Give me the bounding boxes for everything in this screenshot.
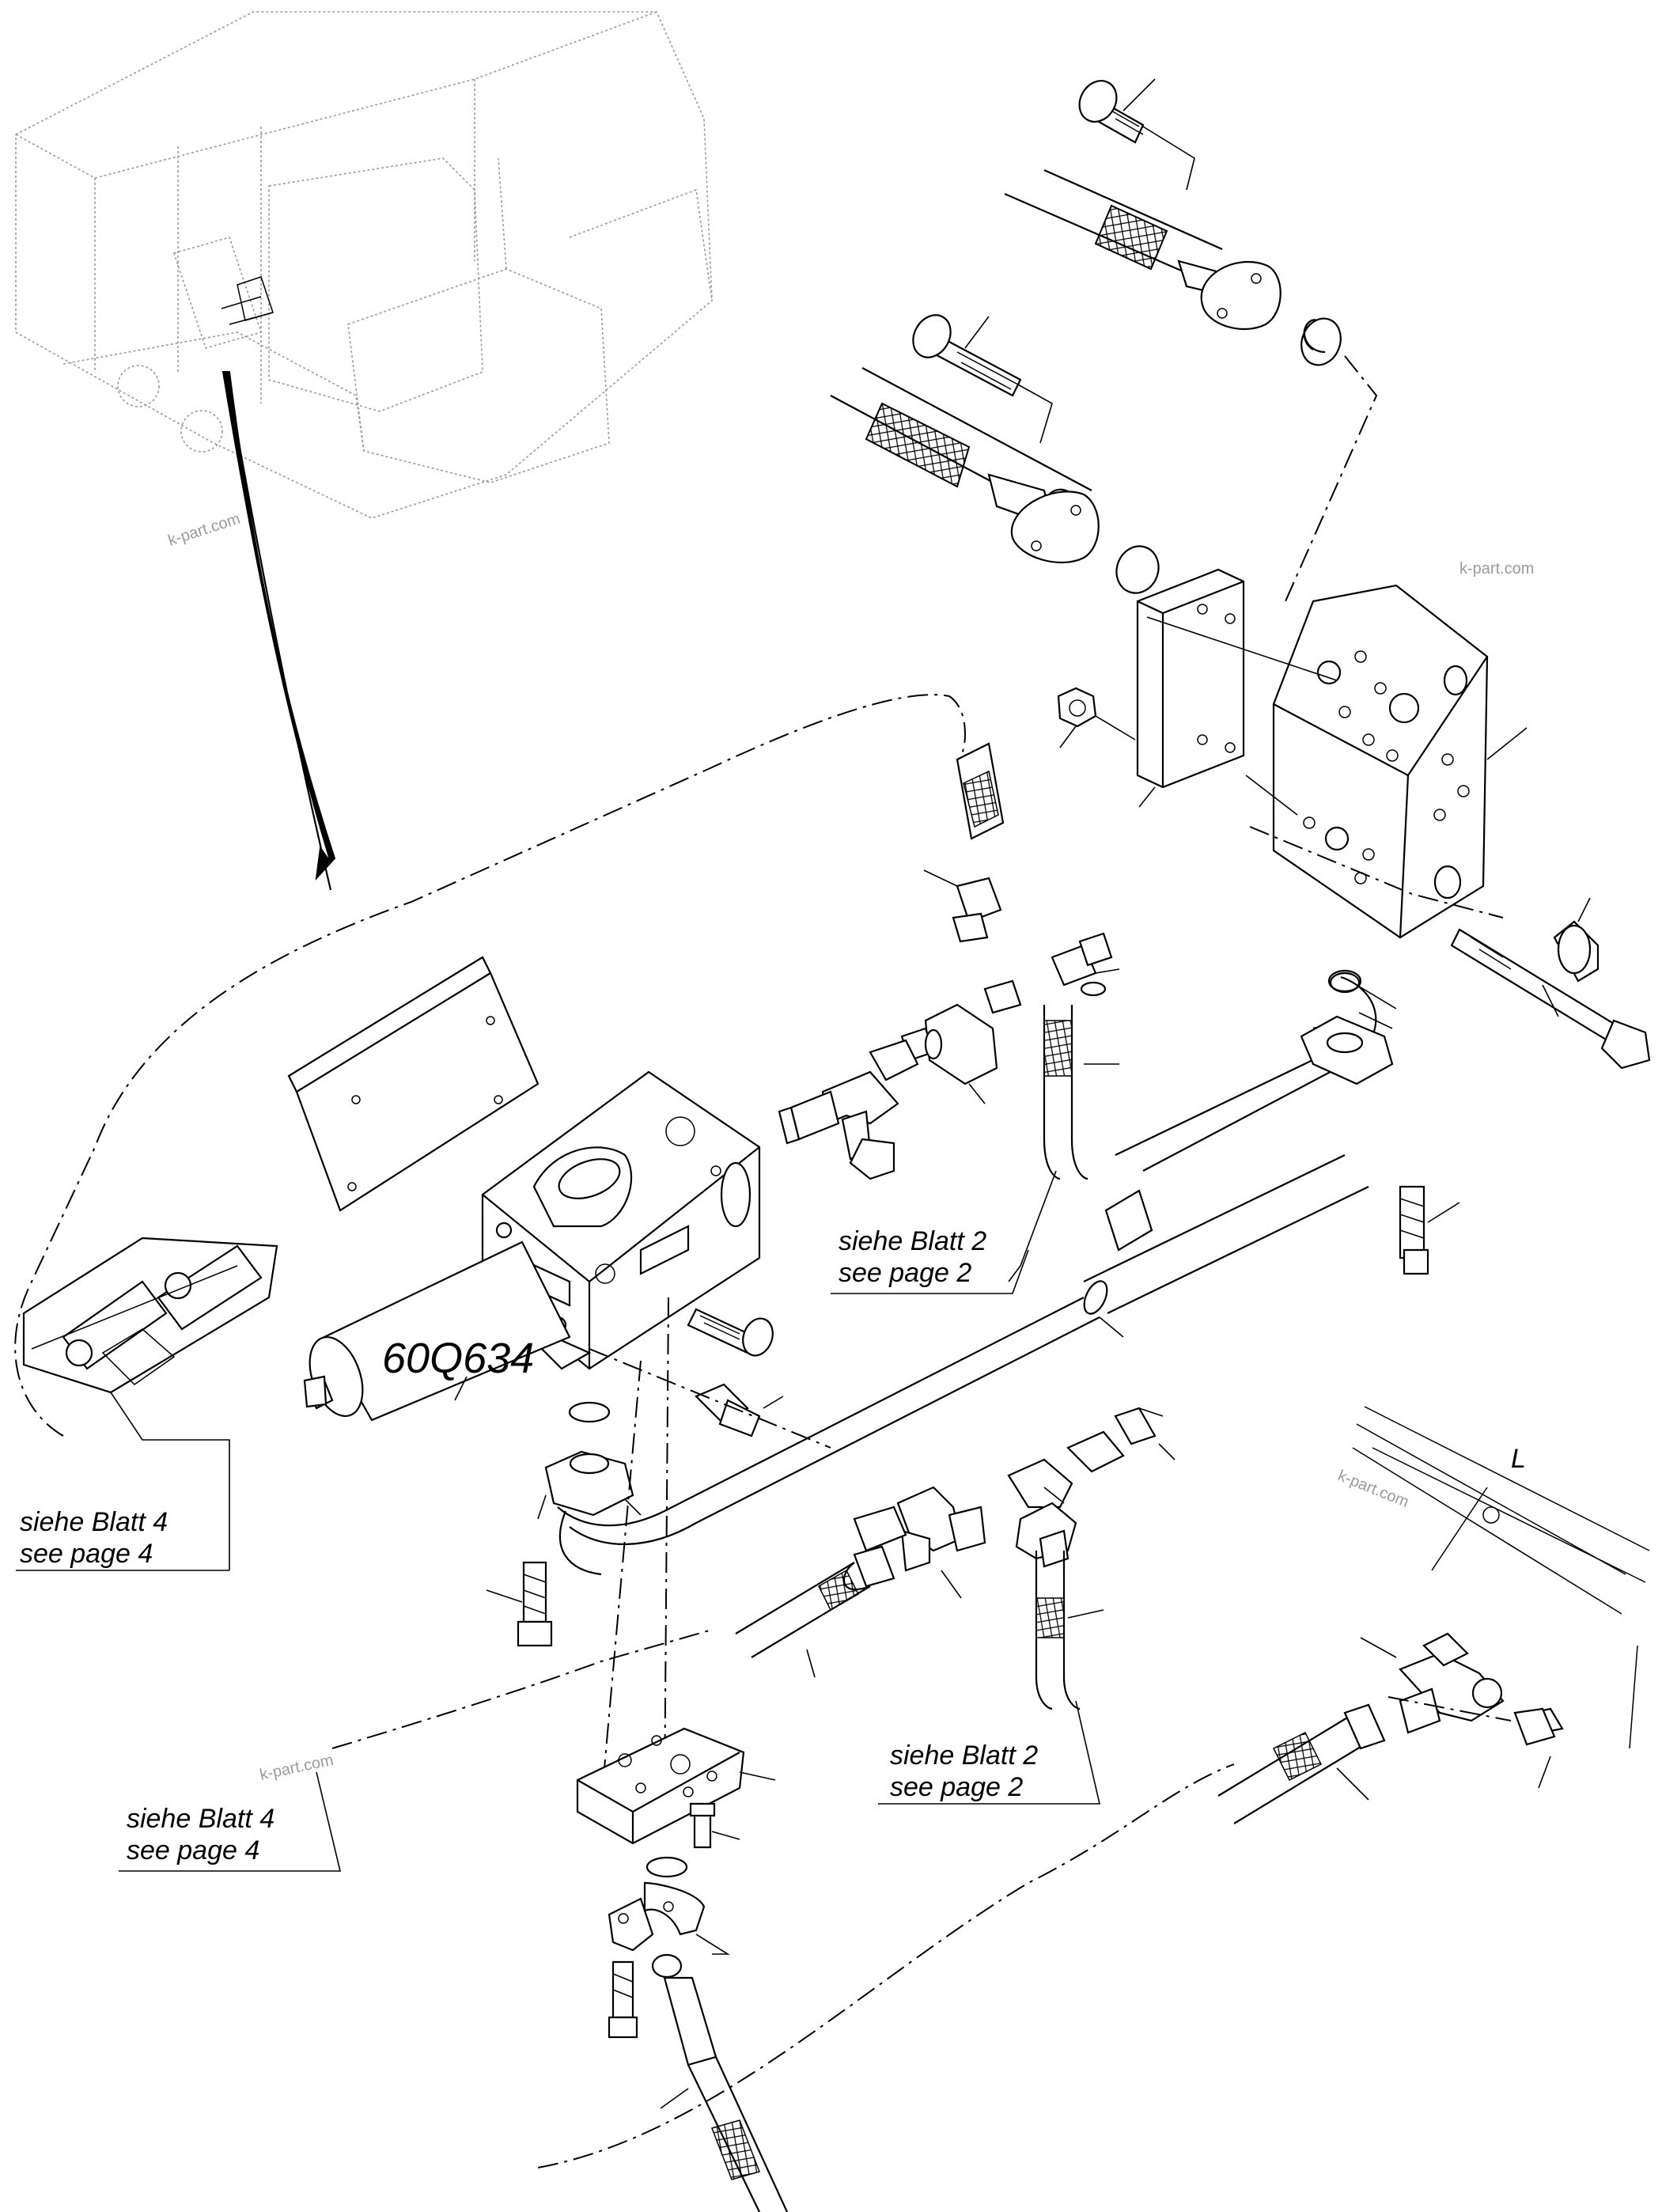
hose-to-page-2-lower	[1035, 1551, 1104, 1710]
hose-to-page-2-upper	[1008, 1005, 1119, 1282]
upper-hose-2	[830, 367, 1160, 594]
ref-dash-vertical	[664, 1297, 669, 1805]
fittings-lower	[853, 1407, 1176, 1599]
ref-dash-vertical-2	[600, 1360, 642, 1805]
valve-block	[1272, 584, 1528, 939]
bolt-left-lower	[486, 1561, 553, 1647]
watermark-3: k-part.com	[1335, 1467, 1411, 1511]
bolt-lower-center	[689, 1802, 740, 1849]
ref-dash-2	[331, 1629, 713, 1749]
fittings-upper	[778, 742, 1120, 1180]
nipple-center	[695, 1383, 784, 1437]
callout-pointer	[221, 371, 336, 881]
split-flange	[608, 1881, 730, 1955]
bolt-right-1	[1399, 1185, 1460, 1275]
solenoid-valve-60Q634: 60Q634	[287, 956, 761, 1422]
o-ring-mid	[1327, 969, 1397, 1009]
bent-pipe-upper	[1104, 972, 1394, 1252]
watermark-1: k-part.com	[166, 510, 243, 550]
ref-dash-1	[14, 694, 966, 1437]
ref-page-2-lower-line2: see page 2	[890, 1772, 1023, 1802]
ref-page-4-lower-line1: siehe Blatt 4	[127, 1804, 274, 1834]
long-bolt	[1450, 928, 1651, 1070]
assembly-line-block-2	[1285, 355, 1378, 602]
tee-fitting-right	[1360, 1632, 1564, 1789]
main-pipe	[557, 1154, 1369, 1545]
hose-lower-center	[735, 1545, 895, 1678]
ref-page-4-left-line2: see page 4	[20, 1539, 153, 1569]
bent-pipe-lower	[537, 1450, 642, 1576]
ref-page-2-upper-line1: siehe Blatt 2	[839, 1226, 986, 1256]
bolt-center	[687, 1308, 774, 1357]
component-code-label: 60Q634	[382, 1335, 534, 1382]
hose-lower	[651, 1953, 788, 2212]
solenoid-inset	[22, 1237, 278, 1570]
spacer-plate	[1136, 568, 1245, 789]
rail-L: L	[1352, 1406, 1650, 1749]
watermark-4: k-part.com	[258, 1752, 335, 1784]
ref-page-2-upper-line2: see page 2	[839, 1258, 971, 1288]
assembly-line-block	[1249, 826, 1504, 919]
o-ring-left	[568, 1401, 611, 1423]
bolt-top-1	[1078, 78, 1195, 191]
hex-nut	[1057, 687, 1136, 748]
bolt-top-2	[912, 314, 1053, 444]
hose-right-lower	[1217, 1703, 1386, 1824]
bolt-lower-left	[608, 1960, 638, 2039]
plug-block	[1553, 897, 1600, 983]
ref-dash-3	[537, 1763, 1235, 2168]
o-ring-lower	[645, 1856, 688, 1878]
ref-page-2-lower-line1: siehe Blatt 2	[890, 1740, 1038, 1771]
machine-overview-ghost	[15, 11, 713, 519]
watermark-2: k-part.com	[1459, 560, 1534, 578]
mounting-plate-lower	[576, 1727, 776, 1845]
ref-page-4-lower-line2: see page 4	[127, 1835, 259, 1865]
upper-hose-1	[1004, 169, 1342, 366]
ref-page-4-left-line1: siehe Blatt 4	[20, 1507, 168, 1537]
dimension-label-L: L	[1511, 1444, 1526, 1474]
ref-dash-diagonal	[589, 1348, 831, 1449]
